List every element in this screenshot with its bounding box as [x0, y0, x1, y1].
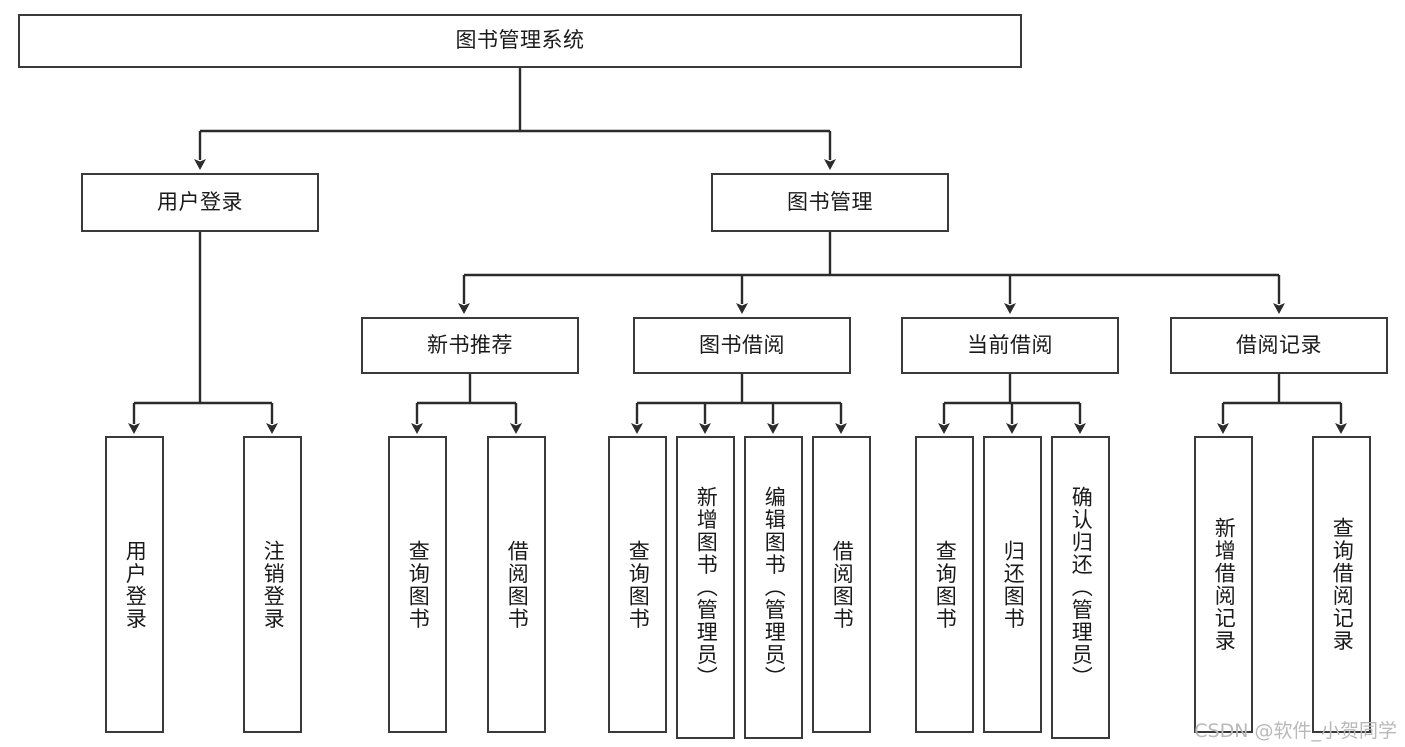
node-leaf-query-book-b-label: 查询图书 [626, 539, 651, 630]
node-leaf-borrow-book-b-label: 借阅图书 [830, 539, 855, 630]
node-root[interactable]: 图书管理系统 [18, 14, 1022, 68]
node-current-borrow-label: 当前借阅 [967, 332, 1053, 357]
node-leaf-confirm-return-label: 确认归还（管理员） [1069, 486, 1094, 689]
node-leaf-logout[interactable]: 注销登录 [243, 436, 302, 733]
node-current-borrow[interactable]: 当前借阅 [901, 317, 1119, 374]
node-borrow-record[interactable]: 借阅记录 [1170, 317, 1388, 374]
node-leaf-borrow-book-rec[interactable]: 借阅图书 [487, 436, 546, 733]
node-leaf-edit-book-label: 编辑图书（管理员） [762, 486, 787, 689]
node-new-book-rec-label: 新书推荐 [427, 332, 513, 357]
node-borrow-record-label: 借阅记录 [1236, 332, 1322, 357]
node-leaf-return-book[interactable]: 归还图书 [983, 436, 1042, 733]
node-leaf-user-login-label: 用户登录 [123, 539, 148, 630]
node-book-manage[interactable]: 图书管理 [711, 173, 949, 232]
node-root-label: 图书管理系统 [455, 28, 585, 53]
node-leaf-edit-book[interactable]: 编辑图书（管理员） [744, 436, 803, 739]
node-leaf-add-record-label: 新增借阅记录 [1212, 517, 1237, 652]
node-leaf-user-login[interactable]: 用户登录 [105, 436, 164, 733]
node-leaf-query-record[interactable]: 查询借阅记录 [1312, 436, 1371, 733]
node-leaf-add-book-label: 新增图书（管理员） [694, 486, 719, 689]
node-leaf-borrow-book-b[interactable]: 借阅图书 [812, 436, 871, 733]
node-leaf-return-book-label: 归还图书 [1001, 539, 1026, 630]
node-user-login[interactable]: 用户登录 [81, 173, 319, 232]
node-leaf-confirm-return[interactable]: 确认归还（管理员） [1051, 436, 1110, 739]
node-leaf-query-book-c[interactable]: 查询图书 [915, 436, 974, 733]
node-leaf-query-book-rec-label: 查询图书 [406, 539, 431, 630]
node-book-borrow-label: 图书借阅 [699, 332, 785, 357]
node-leaf-query-book-rec[interactable]: 查询图书 [388, 436, 447, 733]
watermark-text: CSDN @软件_小贺同学 [1194, 720, 1397, 742]
node-user-login-label: 用户登录 [157, 189, 243, 214]
node-leaf-query-book-c-label: 查询图书 [933, 539, 958, 630]
node-leaf-logout-label: 注销登录 [261, 539, 286, 630]
node-leaf-add-record[interactable]: 新增借阅记录 [1194, 436, 1253, 733]
node-leaf-query-book-b[interactable]: 查询图书 [608, 436, 667, 733]
node-book-manage-label: 图书管理 [787, 189, 873, 214]
node-leaf-borrow-book-rec-label: 借阅图书 [505, 539, 530, 630]
node-leaf-query-record-label: 查询借阅记录 [1330, 517, 1355, 652]
node-book-borrow[interactable]: 图书借阅 [633, 317, 851, 374]
node-leaf-add-book[interactable]: 新增图书（管理员） [676, 436, 735, 739]
node-new-book-rec[interactable]: 新书推荐 [361, 317, 579, 374]
